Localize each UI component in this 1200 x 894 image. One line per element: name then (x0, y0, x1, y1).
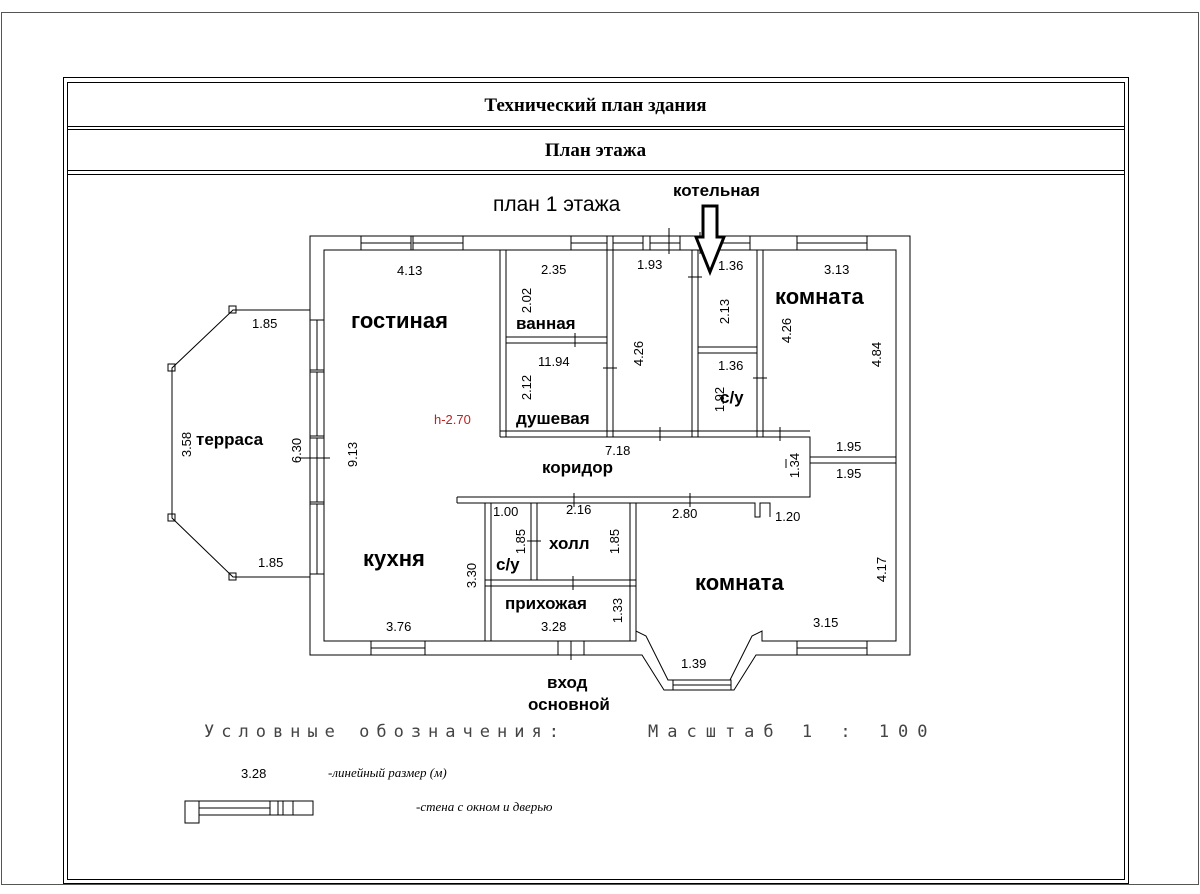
dim-terrace-depth: 3.58 (179, 431, 195, 458)
entrance-label-line2: основной (528, 695, 610, 714)
legend-sample-dimension: 3.28 (241, 766, 267, 781)
room-label-foyer: прихожая (505, 594, 587, 613)
dim-terrace-bottom: 1.85 (258, 555, 284, 570)
dim-shower-area: 11.94 (538, 354, 570, 369)
dim-room-bottom-small: 1.20 (775, 509, 801, 524)
dim-terrace-wall: 6.30 (289, 437, 305, 464)
room-label-room-top: комната (775, 284, 864, 309)
dim-wc-width: 1.36 (718, 358, 744, 373)
page-border (1, 12, 1199, 885)
wall-legend-symbol (184, 800, 314, 824)
dim-living-width: 4.13 (397, 263, 423, 278)
dim-kitchen-width: 3.76 (386, 619, 412, 634)
windows (309, 235, 868, 691)
dim-foyer-width: 3.28 (541, 619, 567, 634)
entrance-label-line1: вход (547, 673, 588, 692)
plan-caption: план 1 этажа (493, 193, 621, 216)
dim-corr-right-bottom: 1.95 (836, 466, 862, 481)
room-label-kitchen: кухня (363, 546, 425, 571)
room-label-wc-top: с/у (720, 388, 744, 407)
dim-bath-width: 2.35 (541, 262, 567, 277)
dim-terrace-top: 1.85 (252, 316, 278, 331)
building-walls (309, 235, 911, 691)
dim-kitchen-depth: 3.30 (464, 562, 480, 589)
legend-dimension-description: -линейный размер (м) (328, 765, 447, 780)
dim-room-top-depth: 4.84 (869, 341, 885, 368)
dim-room-top-inner: 4.26 (779, 317, 795, 344)
legend-heading: Условные обозначения: (204, 722, 566, 742)
room-label-shower: душевая (516, 409, 590, 428)
dim-corridor-length: 7.18 (605, 443, 631, 458)
down-arrow-icon (693, 204, 727, 277)
sheet-inner-frame (67, 82, 1125, 880)
room-label-corridor: коридор (542, 458, 614, 477)
dim-wc-bottom-depth: 1.85 (513, 528, 529, 555)
legend-wall-description: -стена с окном и дверью (416, 799, 553, 814)
dim-living-depth: 9.13 (345, 441, 361, 468)
dim-mid-depth: 4.26 (631, 340, 647, 367)
dim-corridor-depth: 1.34 (787, 452, 803, 479)
drawing-title: Технический план здания (484, 95, 707, 116)
dim-room-bottom-width: 3.15 (813, 615, 839, 630)
room-label-bathroom: ванная (516, 314, 576, 333)
dim-bay-width: 1.39 (681, 656, 707, 671)
dim-foyer-depth: 1.33 (610, 597, 626, 624)
boiler-room-label: котельная (673, 181, 760, 200)
room-label-terrace: терраса (196, 430, 264, 449)
dim-room-bottom-depth: 4.17 (874, 556, 890, 583)
dim-room-top-width: 3.13 (824, 262, 850, 277)
room-label-living: гостиная (351, 308, 448, 333)
scale-label: Масштаб 1 : 100 (648, 722, 937, 742)
sheet-outer-frame (63, 77, 1129, 884)
dim-shower-depth: 2.12 (519, 374, 535, 401)
room-label-hall: холл (549, 534, 590, 553)
dim-wc-bottom-width: 1.00 (493, 504, 519, 519)
dim-hall-width: 2.16 (566, 502, 592, 517)
room-label-wc-bottom: с/у (496, 555, 520, 574)
dim-bath-depth: 2.02 (519, 287, 535, 314)
dim-mid-width: 1.93 (637, 257, 663, 272)
ceiling-height-mark: h-2.70 (434, 412, 471, 427)
room-label-room-bottom: комната (695, 570, 784, 595)
terrace-outline (167, 305, 310, 581)
dim-corr-right-top: 1.95 (836, 439, 862, 454)
dim-wc-depth: 1.92 (712, 386, 728, 413)
dim-hall-depth: 1.85 (607, 528, 623, 555)
drawing-subtitle: План этажа (544, 140, 647, 161)
dim-room-bottom-top: 2.80 (672, 506, 698, 521)
dim-boiler-width: 1.36 (718, 258, 744, 273)
dim-boiler-depth: 2.13 (717, 298, 733, 325)
